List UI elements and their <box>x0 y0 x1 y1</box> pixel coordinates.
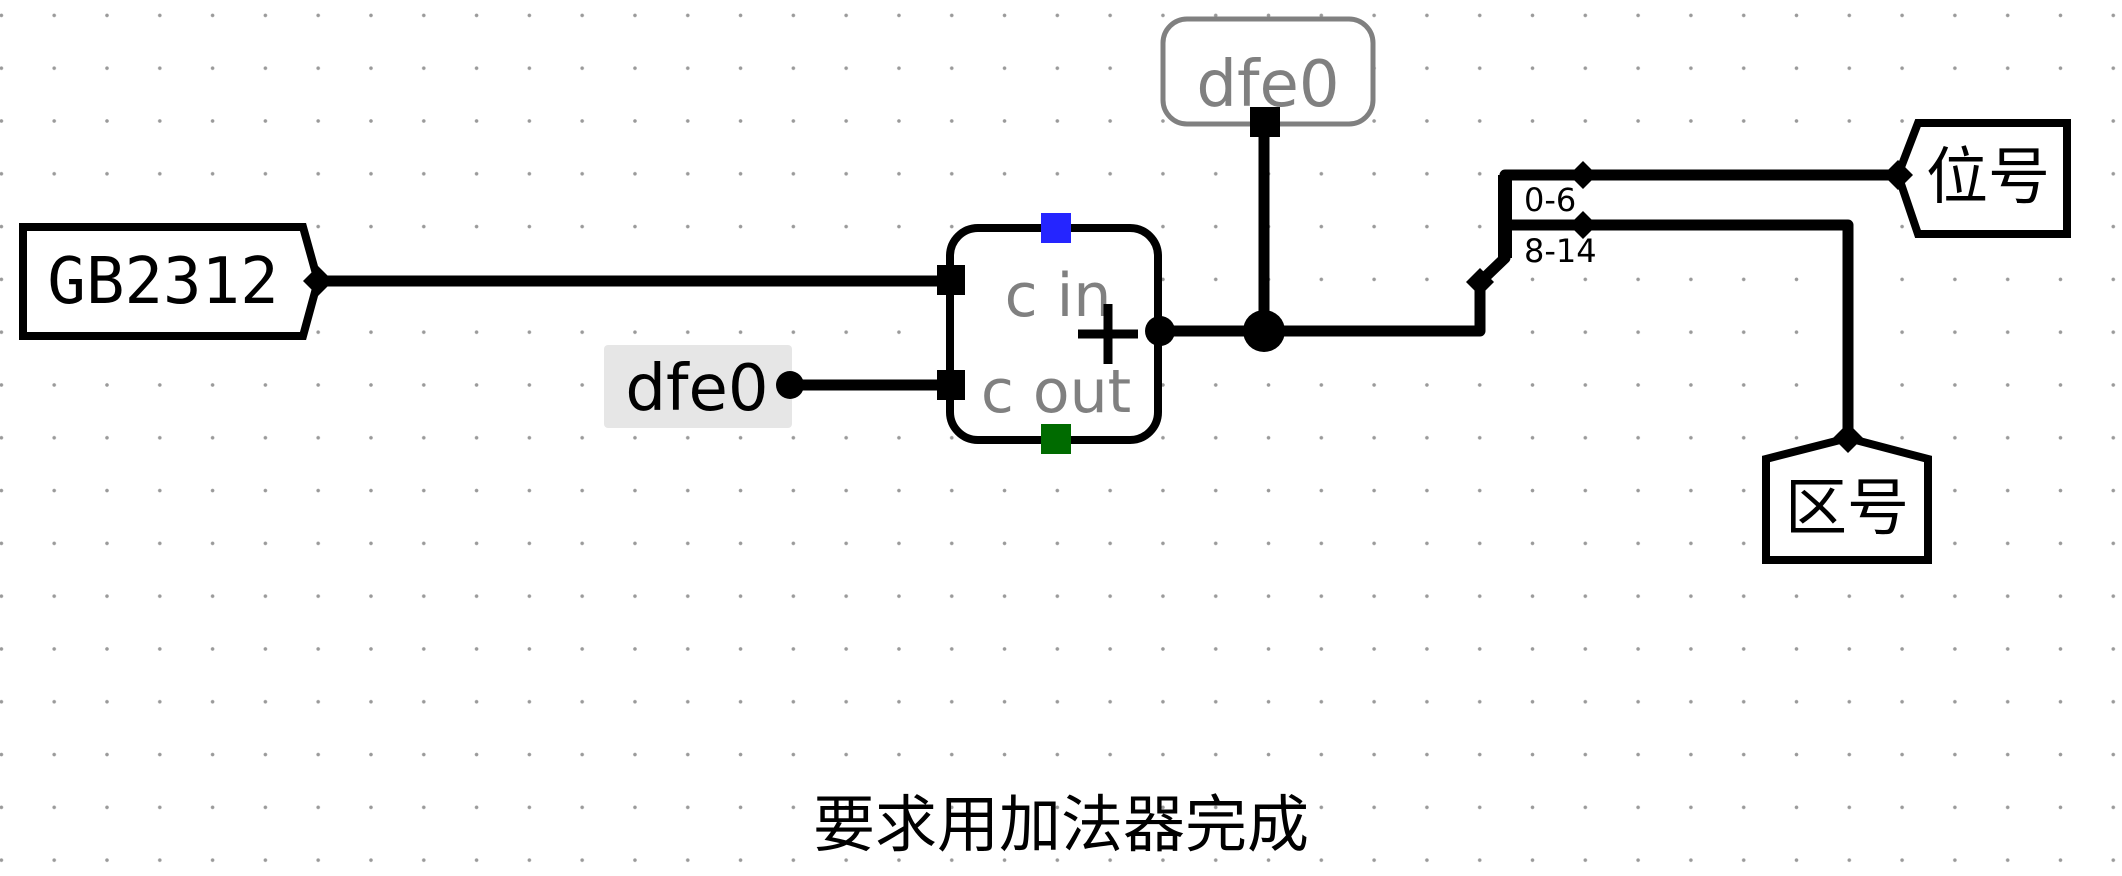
output-pin-bit-label: 位号 <box>1926 140 2050 213</box>
carry-in-marker <box>1041 213 1071 243</box>
pin-connector-diamond <box>303 266 333 296</box>
splitter-high-diamond <box>1569 211 1597 239</box>
output-pin-bit[interactable]: 位号 <box>1883 119 2071 238</box>
input-pin-gb2312-label: GB2312 <box>47 245 278 319</box>
adder-input-b-port <box>937 370 965 400</box>
constant-output-dot <box>776 371 804 399</box>
instruction-caption: 要求用加法器完成 <box>812 788 1309 861</box>
adder-component[interactable]: c in c out <box>937 213 1175 454</box>
splitter-low-diamond <box>1569 161 1597 189</box>
pin-connector-diamond <box>1833 423 1863 453</box>
output-pin-zone[interactable]: 区号 <box>1762 423 1932 564</box>
wire-adder-output[interactable] <box>1158 282 1486 337</box>
output-pin-zone-label: 区号 <box>1785 471 1909 544</box>
carry-out-label: c out <box>981 357 1131 427</box>
probe-dfe0[interactable]: dfe0 <box>1160 16 1376 137</box>
carry-in-label: c in <box>1005 261 1112 331</box>
adder-input-a-port <box>937 265 965 295</box>
probe-port <box>1250 107 1280 137</box>
splitter-range-low-label: 0-6 <box>1524 181 1576 219</box>
splitter-range-high-label: 8-14 <box>1524 232 1597 270</box>
plus-icon <box>1078 304 1138 364</box>
bit-splitter[interactable]: 0-6 8-14 <box>1466 161 1597 296</box>
adder-output-dot <box>1145 316 1175 346</box>
constant-dfe0-label: dfe0 <box>625 352 768 426</box>
carry-out-marker <box>1041 424 1071 454</box>
input-pin-gb2312[interactable]: GB2312 <box>19 223 333 340</box>
wire-junction-dot <box>1243 310 1285 352</box>
wire-high-bits-to-zone-output[interactable] <box>1505 219 1854 438</box>
splitter-input-diamond <box>1466 268 1494 296</box>
constant-dfe0[interactable]: dfe0 <box>604 345 804 428</box>
pin-connector-diamond <box>1883 160 1913 190</box>
